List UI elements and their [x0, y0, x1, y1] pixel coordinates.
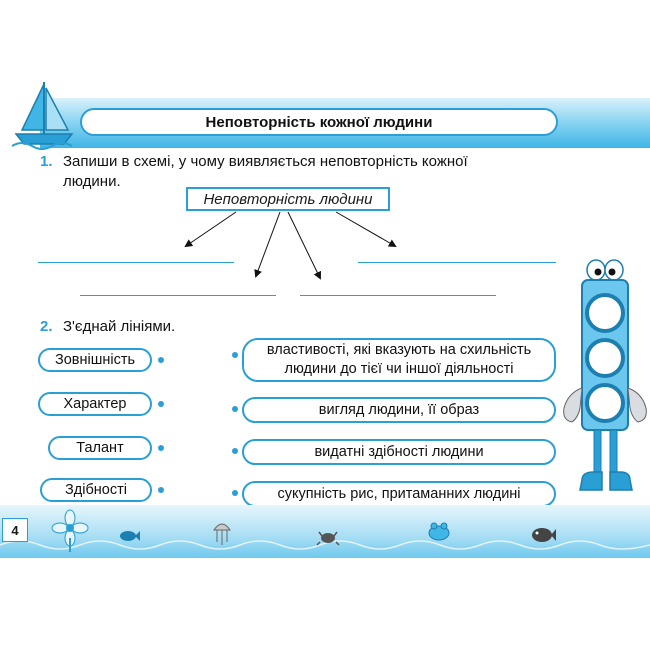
task1-number: 1. — [40, 153, 53, 170]
term-appearance[interactable]: Зовнішність — [38, 348, 152, 372]
answer-line-1[interactable] — [38, 262, 234, 263]
def-dot-2[interactable] — [232, 406, 238, 412]
def-dot-3[interactable] — [232, 448, 238, 454]
term-abilities[interactable]: Здібності — [40, 478, 152, 502]
arrow-mid-right — [287, 211, 321, 280]
definition-1[interactable]: властивості, які вказують на схильність … — [242, 338, 556, 382]
def-dot-4[interactable] — [232, 490, 238, 496]
term-dot-1[interactable] — [158, 357, 164, 363]
fish-icon — [120, 531, 140, 541]
sailboat-icon — [11, 82, 74, 150]
scheme-box: Неповторність людини — [186, 187, 390, 211]
jellyfish-icon — [213, 523, 231, 545]
def-dot-1[interactable] — [232, 352, 238, 358]
traffic-light-character — [563, 259, 647, 491]
arrow-left — [184, 211, 237, 248]
page-title: Неповторність кожної людини — [80, 108, 558, 136]
answer-line-3[interactable] — [80, 295, 276, 296]
tropical-fish-icon — [532, 528, 556, 542]
answer-line-2[interactable] — [358, 262, 556, 263]
term-dot-2[interactable] — [158, 401, 164, 407]
term-character[interactable]: Характер — [38, 392, 152, 416]
task2-number: 2. — [40, 318, 53, 335]
task1-text-line2: людини. — [63, 173, 121, 190]
frog-icon — [428, 522, 450, 541]
definition-4[interactable]: сукупність рис, притаманних людині — [242, 481, 556, 507]
term-talent[interactable]: Талант — [48, 436, 152, 460]
crab-icon — [316, 531, 340, 546]
term-dot-4[interactable] — [158, 487, 164, 493]
page-number: 4 — [2, 518, 28, 542]
definition-3[interactable]: видатні здібності людини — [242, 439, 556, 465]
arrow-mid-left — [254, 211, 281, 278]
footer-waves — [0, 540, 650, 550]
term-dot-3[interactable] — [158, 445, 164, 451]
answer-line-4[interactable] — [300, 295, 496, 296]
task1-text-line1: Запиши в схемі, у чому виявляється непов… — [63, 153, 468, 170]
arrow-right — [335, 211, 397, 247]
definition-2[interactable]: вигляд людини, її образ — [242, 397, 556, 423]
flower-icon — [51, 509, 89, 552]
task2-text: З'єднай лініями. — [63, 318, 176, 335]
